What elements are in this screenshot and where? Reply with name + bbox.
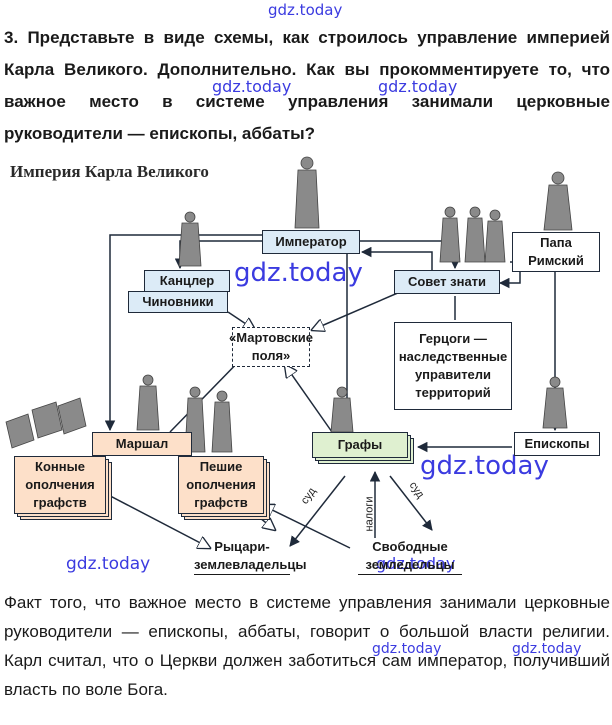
node-march-fields: «Мартовские поля» <box>229 327 313 367</box>
watermark: gdz.today <box>420 451 549 481</box>
knights-line1: Рыцари- <box>214 539 270 554</box>
watermark: gdz.today <box>378 77 458 96</box>
node-bishops: Епископы <box>514 432 600 456</box>
node-knights: Рыцари- землевладельцы <box>194 538 306 575</box>
watermark: gdz.today <box>234 258 363 288</box>
knights-line2: землевладельцы <box>194 556 306 575</box>
node-infantry-militia: Пешие ополчения графств <box>178 456 264 514</box>
node-pope: Папа Римский <box>512 232 600 272</box>
node-cavalry-militia: Конные ополчения графств <box>14 456 106 514</box>
watermark: gdz.today <box>512 641 582 657</box>
watermark: gdz.today <box>376 554 456 573</box>
label-taxes: налоги <box>363 496 376 532</box>
node-chancellor: Канцлер <box>144 270 230 292</box>
watermark: gdz.today <box>212 77 292 96</box>
node-emperor: Император <box>262 230 360 254</box>
node-counts: Графы <box>312 432 408 458</box>
watermark: gdz.today <box>66 554 151 574</box>
farmers-line2: земледельцы <box>358 556 462 575</box>
question-text: 3. Представьте в виде схемы, как строило… <box>4 28 610 143</box>
farmers-line1: Свободные <box>372 539 448 554</box>
node-free-farmers: Свободные земледельцы <box>358 538 462 575</box>
answer-text: Факт того, что важное место в системе уп… <box>4 593 610 699</box>
diagram-title: Империя Карла Великого <box>10 162 209 181</box>
node-dukes: Герцоги — наследственные управители терр… <box>394 322 512 410</box>
node-officials: Чиновники <box>128 291 228 313</box>
node-marshal: Маршал <box>92 432 192 456</box>
node-council: Совет знати <box>394 270 500 294</box>
watermark: gdz.today <box>372 641 442 657</box>
watermark: gdz.today <box>268 1 343 19</box>
